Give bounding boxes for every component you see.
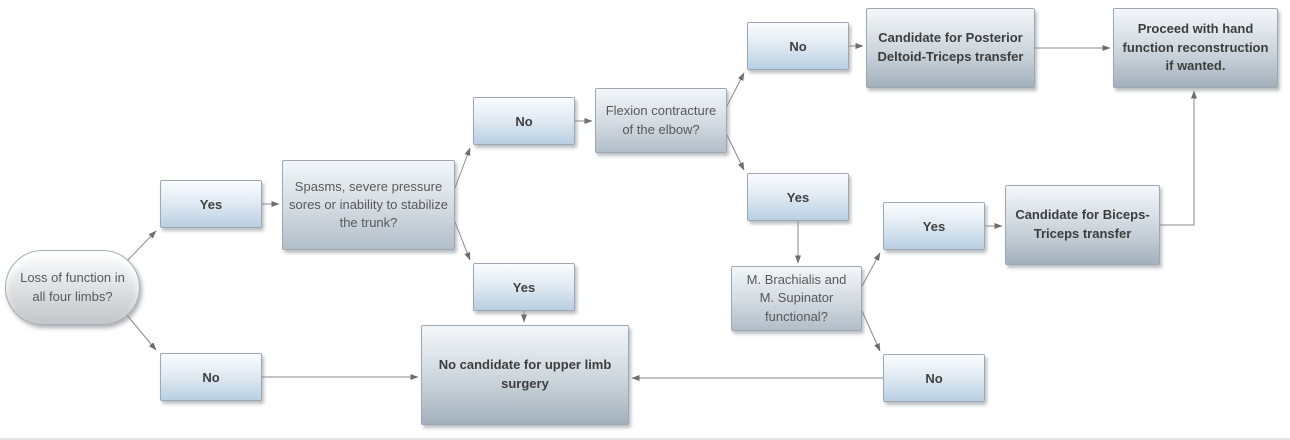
node-label: No bbox=[515, 113, 533, 129]
connector-start-no bbox=[125, 313, 157, 351]
node-yes-far-right: Yes bbox=[883, 202, 985, 250]
node-label: Loss of function in all four limbs? bbox=[20, 270, 125, 304]
node-label: Yes bbox=[922, 218, 946, 234]
node-label: Proceed with hand function reconstructio… bbox=[1122, 20, 1269, 74]
node-no-top-right: No bbox=[747, 22, 849, 70]
node-yes-right: Yes bbox=[747, 173, 849, 221]
connector-brachialis-yesfar bbox=[861, 252, 881, 287]
node-label: Flexion contracture of the elbow? bbox=[605, 103, 717, 137]
connector-spasms-yesmid bbox=[454, 221, 471, 261]
node-label: M. Brachialis and M. Supinator functiona… bbox=[746, 272, 847, 324]
node-label: Yes bbox=[199, 196, 223, 212]
connector-flexion-yesright bbox=[726, 134, 745, 171]
node-result-biceps-triceps: Candidate for Biceps-Triceps transfer bbox=[1005, 185, 1160, 265]
node-label: No bbox=[789, 38, 807, 54]
node-result-no-candidate: No candidate for upper limb surgery bbox=[421, 325, 629, 425]
connector-biceps-proceed bbox=[1160, 90, 1197, 226]
node-label: Yes bbox=[512, 279, 536, 295]
node-question-brachialis-supinator: M. Brachialis and M. Supinator functiona… bbox=[731, 266, 862, 331]
node-label: No candidate for upper limb surgery bbox=[438, 357, 612, 391]
connector-start-yes bbox=[125, 230, 157, 263]
node-yes-left: Yes bbox=[160, 180, 262, 228]
node-start-loss-of-function: Loss of function in all four limbs? bbox=[5, 250, 140, 325]
node-label: No bbox=[202, 369, 220, 385]
node-result-posterior-deltoid-triceps: Candidate for Posterior Deltoid-Triceps … bbox=[866, 8, 1035, 88]
connector-flexion-notopright bbox=[726, 72, 745, 107]
node-no-middle: No bbox=[473, 97, 575, 145]
connector-spasms-nomid bbox=[454, 147, 471, 189]
node-label: Candidate for Posterior Deltoid-Triceps … bbox=[877, 30, 1024, 64]
node-no-left: No bbox=[160, 353, 262, 401]
node-label: Spasms, severe pressure sores or inabili… bbox=[289, 178, 448, 231]
connector-brachialis-nobotright bbox=[861, 310, 881, 352]
node-question-flexion-contracture: Flexion contracture of the elbow? bbox=[595, 88, 727, 153]
node-no-bottom-right: No bbox=[883, 354, 985, 402]
node-label: No bbox=[925, 370, 943, 386]
node-label: Candidate for Biceps-Triceps transfer bbox=[1015, 207, 1150, 241]
node-question-spasms: Spasms, severe pressure sores or inabili… bbox=[282, 160, 455, 250]
node-yes-middle: Yes bbox=[473, 263, 575, 311]
node-label: Yes bbox=[786, 189, 810, 205]
node-result-proceed-hand-reconstruction: Proceed with hand function reconstructio… bbox=[1113, 8, 1278, 88]
